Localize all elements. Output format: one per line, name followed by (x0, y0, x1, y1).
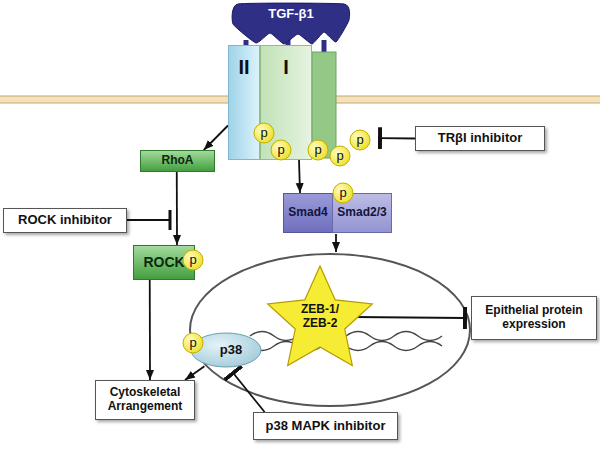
phospho-circle: p (349, 129, 371, 151)
protein-box: RhoA (140, 150, 215, 172)
inhibitor-box: ROCK inhibitor (3, 208, 127, 233)
inhibitor-label: TRβI inhibitor (438, 131, 522, 146)
ligand-label: TGF-β1 (268, 7, 314, 22)
outcome-label: Cytoskeletal Arrangement (100, 386, 190, 414)
protein-label: p38 (220, 343, 242, 358)
inhibition-bar (169, 210, 172, 230)
outcome-box: Cytoskeletal Arrangement (95, 380, 195, 420)
protein-label: RhoA (162, 154, 194, 168)
phospho-disc (350, 130, 370, 150)
receptor-box: II (228, 45, 260, 160)
phospho-label: p (277, 143, 284, 158)
protein-label: Smad4 (288, 206, 327, 220)
protein-label: ROCK (143, 254, 184, 270)
inhibition-connector (380, 137, 415, 139)
protein-label: Smad2/3 (337, 206, 386, 220)
phospho-circle: p (270, 139, 292, 161)
protein-box: Smad4 (283, 193, 333, 233)
phospho-label: p (336, 149, 343, 164)
phospho-disc (333, 183, 353, 203)
ligand-shape: TGF-β1 (232, 2, 350, 46)
phospho-disc (308, 140, 328, 160)
phospho-circle: p (332, 182, 354, 204)
inhibition-connector (353, 317, 465, 318)
translocation-arrow (335, 234, 337, 252)
factor-label: ZEB-1/ ZEB-2 (294, 303, 346, 331)
inhibitor-box: p38 MAPK inhibitor (253, 412, 398, 440)
inhibition-connector (233, 373, 264, 412)
nucleus (190, 254, 470, 406)
outcome-box: Epithelial protein expression (471, 296, 597, 340)
inhibitor-label: ROCK inhibitor (18, 213, 112, 228)
phospho-circle: p (182, 332, 204, 354)
phospho-circle: p (182, 249, 204, 271)
transcription-factor-star: ZEB-1/ ZEB-2 (265, 262, 375, 372)
phospho-disc (330, 146, 350, 166)
phospho-circle: p (253, 122, 275, 144)
inhibitor-label: p38 MAPK inhibitor (266, 419, 386, 434)
inhibition-line (127, 219, 169, 221)
phospho-label: p (189, 336, 196, 351)
activation-arrow (176, 172, 178, 245)
phospho-disc (183, 333, 203, 353)
activation-arrow (299, 160, 300, 193)
receptor-label: I (283, 56, 289, 79)
phospho-label: p (189, 253, 196, 268)
phospho-label: p (260, 126, 267, 141)
phospho-disc (254, 123, 274, 143)
outcome-label: Epithelial protein expression (476, 304, 592, 332)
phospho-disc (183, 250, 203, 270)
phospho-label: p (356, 133, 363, 148)
star-outline (268, 266, 373, 365)
activation-arrow (149, 280, 151, 380)
phospho-disc (271, 140, 291, 160)
ligand-outline (232, 3, 350, 44)
receptor-label: II (238, 56, 249, 79)
activation-arrow (185, 366, 204, 380)
activation-arrow (204, 126, 228, 151)
phospho-circle: p (307, 139, 329, 161)
phospho-label: p (314, 143, 321, 158)
phospho-label: p (339, 186, 346, 201)
phospho-circle: p (329, 145, 351, 167)
inhibitor-box: TRβI inhibitor (415, 126, 545, 151)
